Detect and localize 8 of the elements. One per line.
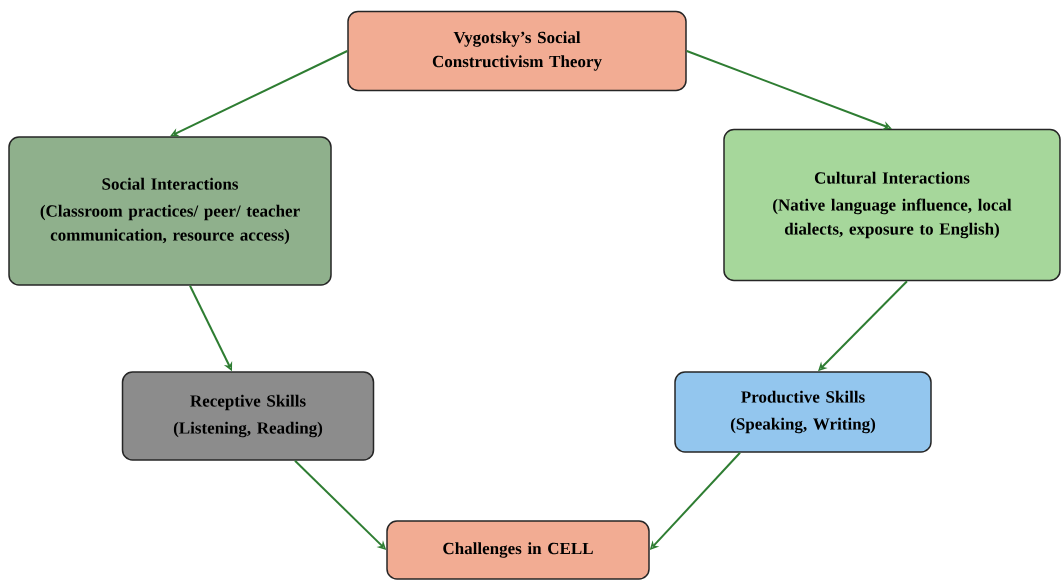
process-box: Social Interactions (Classroom practices/ peer/ teacher communication, resource access)	[8, 136, 332, 286]
arrow	[170, 50, 349, 137]
process-box: Challenges in CELL	[386, 520, 650, 580]
process-box: Productive Skills (Speaking, Writing)	[674, 371, 932, 453]
process-box: Vygotsky’s Social Constructivism Theory	[347, 10, 687, 92]
process-box: Receptive Skills (Listening, Reading)	[121, 371, 375, 461]
process-box: Cultural Interactions (Native language influence, local dialects, exposure to English)	[723, 128, 1061, 282]
arrow	[685, 50, 892, 130]
